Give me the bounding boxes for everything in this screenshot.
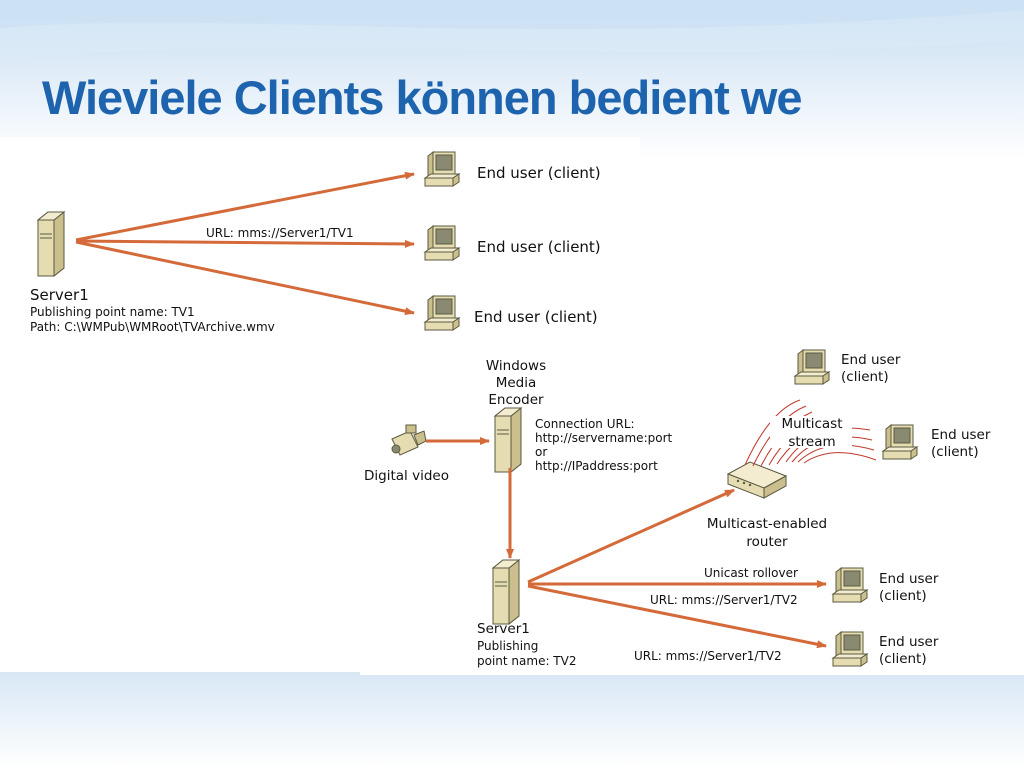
server2-pub-line2: point name: TV2 bbox=[477, 654, 576, 668]
unicast-url-label-2: URL: mms://Server1/TV2 bbox=[634, 649, 782, 663]
server2-icon bbox=[492, 559, 520, 625]
server2-pub-line1: Publishing bbox=[477, 639, 538, 653]
router-label-line2: router bbox=[746, 534, 788, 550]
client-pc-icon bbox=[424, 295, 460, 331]
router-label-line1: Multicast-enabled bbox=[707, 516, 827, 532]
encoder-server-icon bbox=[494, 407, 522, 473]
mc-client-2-line1: End user bbox=[931, 427, 991, 443]
video-camera-icon bbox=[391, 424, 427, 456]
top-server-icon bbox=[37, 211, 65, 277]
connection-url-line3: or bbox=[535, 445, 547, 459]
uc-client-1-line2: (client) bbox=[879, 588, 927, 604]
server-to-router-arrow bbox=[527, 488, 735, 584]
encoder-label-line3: Encoder bbox=[488, 392, 544, 408]
mc-client-1-line1: End user bbox=[841, 352, 901, 368]
unicast-rollover-label: Unicast rollover bbox=[704, 566, 798, 580]
mc-client-2-line2: (client) bbox=[931, 444, 979, 460]
client-pc-icon bbox=[832, 631, 868, 667]
top-server-label: Server1 bbox=[30, 286, 89, 304]
client-pc-icon bbox=[832, 567, 868, 603]
encoder-label-line2: Media bbox=[496, 375, 537, 391]
top-arrow-3 bbox=[75, 240, 415, 316]
router-icon bbox=[726, 461, 788, 499]
top-client-label-2: End user (client) bbox=[477, 238, 601, 256]
top-server-path: Path: C:\WMPub\WMRoot\TVArchive.wmv bbox=[30, 320, 275, 334]
unicast-arrow-2 bbox=[527, 584, 827, 649]
unicast-url-label-1: URL: mms://Server1/TV2 bbox=[650, 593, 798, 607]
digital-video-label: Digital video bbox=[364, 468, 449, 484]
uc-client-1-line1: End user bbox=[879, 571, 939, 587]
mc-client-1-line2: (client) bbox=[841, 369, 889, 385]
client-pc-icon bbox=[882, 424, 918, 460]
connection-url-line4: http://IPaddress:port bbox=[535, 459, 658, 473]
uc-client-2-line2: (client) bbox=[879, 651, 927, 667]
top-client-label-3: End user (client) bbox=[474, 308, 598, 326]
multicast-label-line1: Multicast bbox=[781, 416, 842, 432]
server2-label: Server1 bbox=[477, 621, 530, 637]
client-pc-icon bbox=[424, 151, 460, 187]
top-arrow-2 bbox=[75, 239, 415, 248]
connection-url-line2: http://servername:port bbox=[535, 431, 673, 445]
connection-url-line1: Connection URL: bbox=[535, 417, 635, 431]
top-arrow-1 bbox=[75, 171, 415, 242]
client-pc-icon bbox=[794, 349, 830, 385]
slide-title: Wieviele Clients können bedient werden? bbox=[42, 71, 802, 124]
multicast-label-line2: stream bbox=[788, 434, 835, 450]
top-server-pub-name: Publishing point name: TV1 bbox=[30, 305, 195, 319]
encoder-label-line1: Windows bbox=[486, 358, 546, 374]
top-url-label: URL: mms://Server1/TV1 bbox=[206, 226, 354, 240]
uc-client-2-line1: End user bbox=[879, 634, 939, 650]
top-client-label-1: End user (client) bbox=[477, 164, 601, 182]
client-pc-icon bbox=[424, 225, 460, 261]
